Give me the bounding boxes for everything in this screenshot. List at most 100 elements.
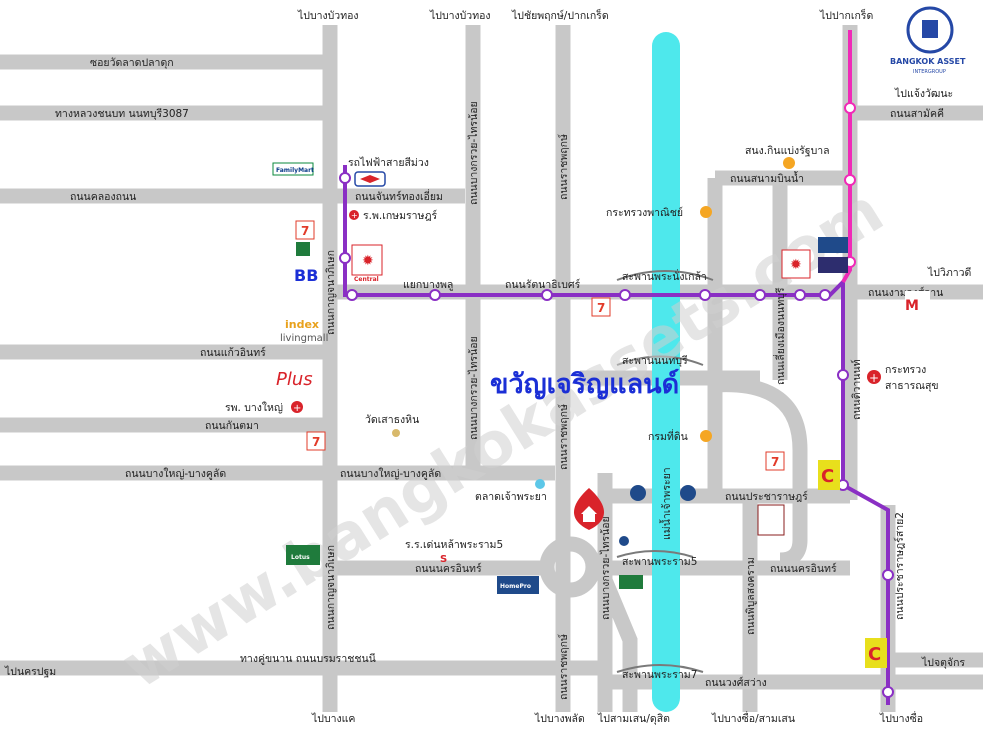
seven-eleven-logo [296,242,310,256]
ferry-icon [680,485,696,501]
svg-text:BB: BB [294,266,318,285]
svg-text:7: 7 [771,455,779,469]
seven-eleven-logo [591,297,611,317]
label-rattanathibet: ถนนรัตนาธิเบศร์ [505,278,581,291]
dir-sam-sen-dusit: ไปสามเสน/ดุสิต [597,712,670,725]
esplanade-logo [818,257,848,273]
label-khlong-thanon: ถนนคลองถนน [70,191,136,203]
lotus-logo [818,237,848,253]
label-bridge-rama7: สะพานพระราม7 [622,669,697,681]
label-election-commission: สนง.กินแบ่งรัฐบาล [745,145,830,157]
metro-icon [354,171,386,187]
home-icon [581,506,597,522]
central-logo [781,249,811,279]
svg-text:✹: ✹ [790,257,802,273]
dir-pak-kret: ไปปากเกร็ด [819,8,873,22]
project-title: ขวัญเจริญแลนด์ [490,368,679,400]
index-living-logo: index [285,318,319,331]
label-rama5-school: ร.ร.เด่นหล้าพระราม5 [405,539,503,551]
label-chao-phraya-market: ตลาดเจ้าพระยา [475,491,547,503]
label-nakhon-in-east: ถนนนครอินทร์ [770,562,837,575]
road-diag-south [598,577,638,712]
label-bang-kruai-bottom: ถนนบางกรวย-ไทรน้อย [599,516,612,620]
bridge-labels: สะพานพระนั่งเกล้า สะพานนนทบุรี สะพานพระร… [622,269,707,681]
label-yaek-bang-phlu: แยกบางพลู [403,279,453,291]
label-land-department: กรมที่ดิน [648,429,688,443]
road-loop-east [714,377,808,568]
dot-icon [700,206,712,218]
label-wong-sawang: ถนนวงศ์สว่าง [705,676,767,689]
label-highway-3087: ทางหลวงชนบท นนทบุรี3087 [55,107,189,120]
label-ratchaphruek-bottom: ถนนราชพฤกษ์ [557,634,570,700]
label-nakhon-in-left: ถนนนครอินทร์ [415,562,482,575]
landmarks: สนง.กินแบ่งรัฐบาล กระทรวงพาณิชย์ กรมที่ด… [225,145,939,565]
svg-text:livingmall: livingmall [280,333,328,344]
label-river: แม่น้ำเจ้าพระยา [659,467,673,540]
label-sanam-bin-nam: ถนนสนามบินน้ำ [730,171,804,185]
school-icon: S [440,554,447,565]
svg-text:+: + [869,371,879,385]
seven-eleven-logo [306,431,326,451]
train-stations [339,172,894,698]
dir-chaeng-watthana: ไปแจ้งวัฒนะ [894,87,953,100]
label-kanlapaphruek: ทางคู่ขนาน ถนนบรมราชชนนี [240,652,376,665]
the-mall-logo [905,291,930,315]
company-logo: BANGKOK ASSET INTERGROUP [890,6,966,75]
label-bridge-rama5: สะพานพระราม5 [622,556,697,568]
label-ministry-health-1: กระทรวง [885,364,926,376]
ferry-icon [630,485,646,501]
dir-bang-bua-thong-1: ไปบางบัวทอง [297,9,359,22]
label-kan-thamma: ถนนกันตมา [205,420,259,432]
bridge-arc-rama5 [616,550,694,558]
label-ministry-commerce: กระทรวงพาณิชย์ [606,206,683,219]
dir-bang-khae: ไปบางแค [311,712,355,725]
label-phibun: ถนนพิบูลสงคราม [745,557,757,635]
label-chan-thong: ถนนจันทร์ทองเอี่ยม [355,189,443,203]
brand-logos: FamilyMart 7 BB ✹ Central 7 index living… [272,162,930,668]
svg-text:Central: Central [354,276,379,283]
label-bang-yai-hospital: รพ. บางใหญ่ [225,401,283,414]
svg-text:C: C [868,644,881,665]
pink-stations [844,102,856,268]
watermark: www.bangkokassets.com [109,174,895,703]
building-icon [906,6,954,54]
hospital-icon [291,401,303,413]
temple-icon [392,429,400,437]
hospital-icon [867,370,881,384]
label-kanchanaphisek-bottom: ถนนกาญจนาภิเษก [325,545,337,630]
lotus-logo [286,545,320,565]
label-liang-mueang: ถนนเลี่ยงเมืองนนทบุรี [773,287,787,385]
dir-bang-sue-sam-sen: ไปบางซื่อ/สามเสน [711,711,795,725]
road-labels: ซอยวัดลาดปลาดุก ทางหลวงชนบท นนทบุรี3087 … [55,57,944,700]
label-samakkhi: ถนนสามัคคี [890,107,944,120]
market-icon [535,479,545,489]
dir-chaiyaphruek: ไปชัยพฤกษ์/ปากเกร็ด [511,8,609,22]
label-ratchaphruek-mid: ถนนราชพฤกษ์ [557,404,570,470]
dir-bang-sue: ไปบางซื่อ [879,711,923,725]
label-bang-kruai-top: ถนนบางกรวย-ไทรน้อย [467,101,480,205]
label-kanchanaphisek-top: ถนนกาญจนาภิเษก [325,250,337,335]
bridges [616,270,714,673]
svg-text:M: M [905,298,919,314]
dot-icon [700,430,712,442]
label-tiwanon: ถนนติวานนท์ [850,359,863,420]
homepro-logo [497,576,539,594]
major-logo [757,504,785,536]
dot-icon [783,157,795,169]
label-kasemrad: ร.พ.เกษมราษฎร์ [363,209,438,222]
svg-text:✹: ✹ [362,253,374,269]
dir-chatuchak: ไปจตุจักร [921,656,965,669]
svg-text:FamilyMart: FamilyMart [276,167,314,174]
bridge-arc-phra-nang-klao [616,270,714,281]
familymart-logo [272,162,314,176]
bridge-arc-rama7 [616,664,704,673]
bridge-arc-nonthaburi [616,355,704,366]
big-c-logo [818,460,840,490]
label-ministry-health-2: สาธารณสุข [885,380,939,392]
road-roundabout [539,536,601,598]
plus-mall-logo: Plus [276,369,313,390]
label-ratchaphruek-top: ถนนราชพฤกษ์ [557,134,570,200]
ferry-icon [619,536,629,546]
svg-text:Lotus: Lotus [291,554,310,561]
